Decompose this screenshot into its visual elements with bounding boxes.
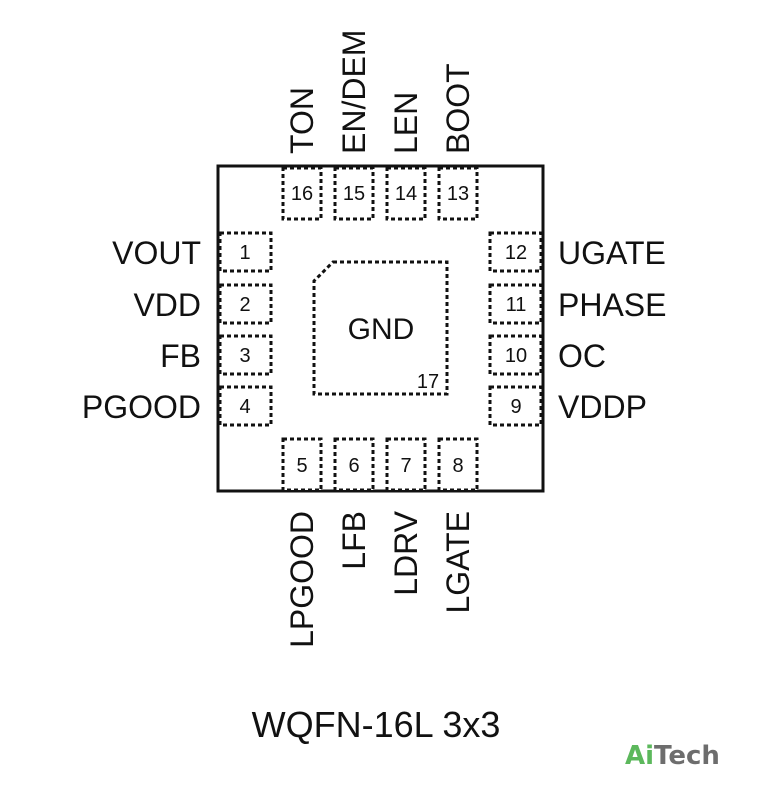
pin-16-name: TON xyxy=(284,87,320,154)
pin-2-name: VDD xyxy=(133,287,201,323)
pin-8-name: LGATE xyxy=(440,511,476,614)
ground-pad xyxy=(312,260,449,396)
pad-pin-13 xyxy=(437,166,479,221)
pad-pin-1 xyxy=(218,231,273,273)
ground-pad-number: 17 xyxy=(417,371,439,393)
pin-15-name: EN/DEM xyxy=(336,30,372,154)
top-pin-group: 16 TON 15 EN/DEM 14 LEN 13 BOOT xyxy=(281,30,479,221)
pin-12-number: 12 xyxy=(505,242,527,264)
pin-15-number: 15 xyxy=(343,183,365,205)
pad-pin-8 xyxy=(437,437,479,492)
left-pin-group: 1 VOUT 2 VDD 3 FB 4 PGOOD xyxy=(82,231,273,427)
pin-2-number: 2 xyxy=(239,294,250,316)
pad-pin-10 xyxy=(488,334,543,376)
pad-pin-9 xyxy=(488,385,543,427)
pad-pin-2 xyxy=(218,283,273,325)
pin-4-name: PGOOD xyxy=(82,389,201,425)
package-label: WQFN-16L 3x3 xyxy=(252,704,501,745)
pin-7-name: LDRV xyxy=(388,510,424,595)
pad-pin-3 xyxy=(218,334,273,376)
logo-ai: Ai xyxy=(625,741,654,771)
pin-11-number: 11 xyxy=(506,294,527,316)
right-pin-group: 12 UGATE 11 PHASE 10 OC 9 VDDP xyxy=(488,231,666,427)
pin-1-number: 1 xyxy=(239,242,250,264)
pin-16-number: 16 xyxy=(291,183,313,205)
pin-11-name: PHASE xyxy=(558,287,666,323)
pin-10-name: OC xyxy=(558,338,606,374)
bottom-pin-group: 5 LPGOOD 6 LFB 7 LDRV 8 LGATE xyxy=(281,437,479,648)
pin-13-number: 13 xyxy=(447,183,469,205)
pin-14-name: LEN xyxy=(388,92,424,154)
pad-pin-5 xyxy=(281,437,323,492)
pin-4-number: 4 xyxy=(239,396,250,418)
pin-6-name: LFB xyxy=(336,511,372,570)
pin-3-name: FB xyxy=(160,338,201,374)
pad-pin-12 xyxy=(488,231,543,273)
pin-9-name: VDDP xyxy=(558,389,647,425)
pad-pin-15 xyxy=(333,166,375,221)
pin-12-name: UGATE xyxy=(558,235,666,271)
pad-pin-11 xyxy=(488,283,543,325)
pad-pin-6 xyxy=(333,437,375,492)
pin-10-number: 10 xyxy=(505,345,527,367)
ground-pad-label: GND xyxy=(348,313,415,346)
pad-pin-16 xyxy=(281,166,323,221)
pin-14-number: 14 xyxy=(395,183,417,205)
logo-text: AiTech xyxy=(625,741,720,771)
pin-13-name: BOOT xyxy=(440,63,476,154)
pad-pin-7 xyxy=(385,437,427,492)
pin-9-number: 9 xyxy=(510,396,521,418)
pin-3-number: 3 xyxy=(239,345,250,367)
pin-5-name: LPGOOD xyxy=(284,511,320,648)
pin-7-number: 7 xyxy=(400,455,411,477)
pin-5-number: 5 xyxy=(296,455,307,477)
pin-1-name: VOUT xyxy=(112,235,201,271)
pin-8-number: 8 xyxy=(452,455,463,477)
pad-pin-4 xyxy=(218,385,273,427)
logo-tech: Tech xyxy=(654,741,720,771)
aitech-logo: AiTech xyxy=(625,741,720,771)
pin-6-number: 6 xyxy=(348,455,359,477)
pad-pin-14 xyxy=(385,166,427,221)
